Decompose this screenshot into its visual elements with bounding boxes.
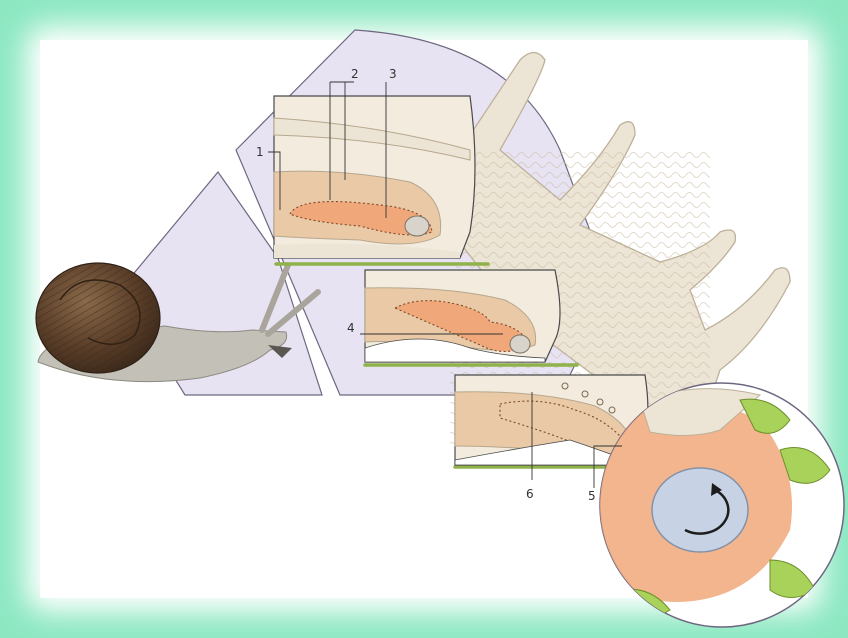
panel-2 [365, 270, 560, 362]
label-1: 1 [256, 145, 264, 159]
odontophore-2 [510, 335, 530, 353]
label-3: 3 [389, 67, 397, 81]
panel-1 [274, 96, 475, 258]
label-6: 6 [526, 487, 534, 501]
label-5: 5 [588, 489, 596, 503]
odontophore-1 [405, 216, 429, 236]
label-2: 2 [351, 67, 359, 81]
magnified-view [600, 383, 844, 627]
label-4: 4 [347, 321, 355, 335]
